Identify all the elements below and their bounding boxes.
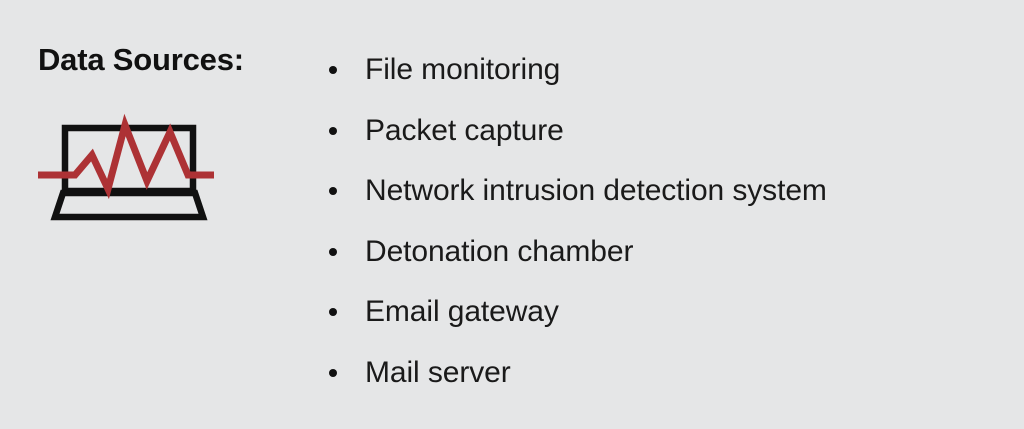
list-item: Packet capture <box>322 101 1002 162</box>
left-column: Data Sources: <box>0 0 300 429</box>
bullet-icon <box>329 126 337 135</box>
list-item-label: Email gateway <box>365 295 559 329</box>
bullet-icon <box>329 308 337 317</box>
list-item-label: Detonation chamber <box>365 234 634 268</box>
ekg-pulse-line <box>38 113 214 200</box>
list-item-label: Mail server <box>365 355 511 389</box>
data-sources-list: File monitoring Packet capture Network i… <box>322 40 1002 410</box>
laptop-ekg-icon-svg <box>38 113 214 221</box>
list-item: Detonation chamber <box>322 222 1002 283</box>
list-item-label: File monitoring <box>365 53 561 87</box>
list-item: Email gateway <box>322 282 1002 343</box>
list-item: Network intrusion detection system <box>322 161 1002 222</box>
list-item: File monitoring <box>322 40 1002 101</box>
bullet-icon <box>329 187 337 196</box>
bullet-icon <box>329 66 337 75</box>
bullet-icon <box>329 368 337 377</box>
list-item-label: Packet capture <box>365 113 564 147</box>
laptop-ekg-icon <box>30 112 230 230</box>
laptop-base-outline <box>50 189 208 221</box>
list-item-label: Network intrusion detection system <box>365 174 827 208</box>
bullet-icon <box>329 247 337 256</box>
page-title: Data Sources: <box>38 42 244 77</box>
list-item: Mail server <box>322 343 1002 404</box>
